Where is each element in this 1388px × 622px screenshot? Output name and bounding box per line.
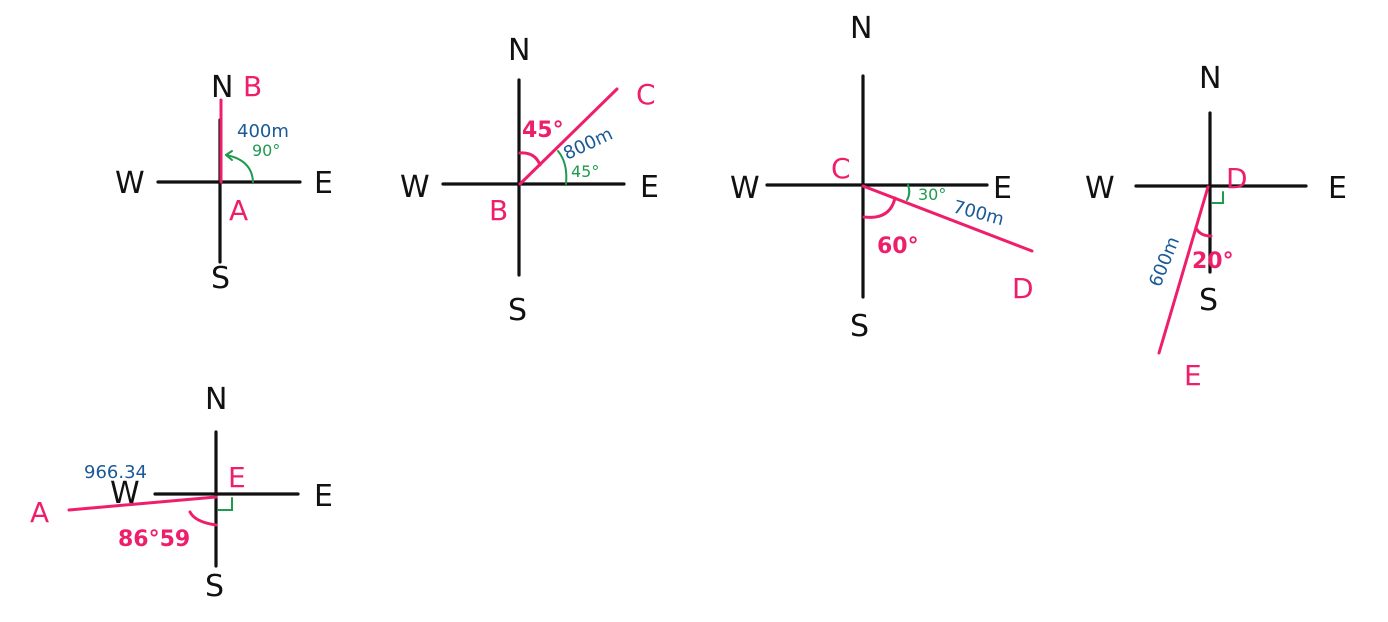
green-angle-label: 30° xyxy=(918,185,946,204)
west-label: W xyxy=(400,170,430,205)
green-angle-label: 90° xyxy=(252,141,280,160)
arrow-head-icon xyxy=(225,150,233,161)
path-line xyxy=(518,87,619,186)
start-point-label: A xyxy=(229,194,248,227)
start-point-label: C xyxy=(831,152,851,185)
distance-label: 966.34 xyxy=(84,462,147,483)
north-label: N xyxy=(1199,61,1221,96)
bearing-arc xyxy=(188,510,218,527)
bearing-angle-label: 86°59 xyxy=(118,527,190,552)
diagram-d-to-e: N S E W D E 20° 600m xyxy=(1085,61,1347,392)
start-point-label: B xyxy=(489,194,508,227)
east-label: E xyxy=(314,166,333,201)
west-label: W xyxy=(115,166,145,201)
south-label: S xyxy=(850,309,869,344)
west-label: W xyxy=(1085,171,1115,206)
west-label: W xyxy=(730,171,760,206)
south-label: S xyxy=(508,293,527,328)
distance-label: 400m xyxy=(237,121,289,142)
east-label: E xyxy=(1328,171,1347,206)
green-angle-label: 45° xyxy=(571,162,599,181)
west-label: W xyxy=(110,476,140,511)
right-angle-marker xyxy=(1211,191,1224,204)
path-line xyxy=(1157,185,1210,355)
diagram-a-to-b: N S E W B A 400m 90° xyxy=(115,70,333,296)
bearing-arc xyxy=(518,151,542,167)
east-label: E xyxy=(640,170,659,205)
angle-arc xyxy=(225,154,254,183)
diagram-e-to-a: N S E W E A 966.34 86°59 xyxy=(30,382,333,604)
angle-arc xyxy=(557,150,568,185)
diagram-b-to-c: N S E W C B 45° 800m 45° xyxy=(400,33,659,328)
start-point-label: D xyxy=(1226,162,1248,195)
north-label: N xyxy=(508,33,530,68)
south-label: S xyxy=(1199,283,1218,318)
north-label: N xyxy=(850,11,872,46)
path-line xyxy=(67,495,218,512)
start-point-label: E xyxy=(228,461,246,494)
right-angle-marker xyxy=(217,497,233,511)
end-point-label: A xyxy=(30,496,49,529)
end-point-label: B xyxy=(243,70,262,103)
end-point-label: E xyxy=(1184,359,1202,392)
end-point-label: C xyxy=(636,78,656,111)
end-point-label: D xyxy=(1012,272,1034,305)
north-label: N xyxy=(211,70,233,105)
south-label: S xyxy=(205,569,224,604)
angle-arc xyxy=(906,184,911,201)
distance-label: 800m xyxy=(560,124,616,165)
distance-label: 600m xyxy=(1145,234,1184,290)
path-line xyxy=(861,184,1034,253)
bearing-angle-label: 20° xyxy=(1192,249,1234,274)
south-label: S xyxy=(211,261,230,296)
east-label: E xyxy=(993,171,1012,206)
bearing-angle-label: 60° xyxy=(877,234,919,259)
east-label: E xyxy=(314,479,333,514)
bearing-arc xyxy=(1194,226,1213,238)
bearing-angle-label: 45° xyxy=(522,118,564,143)
bearing-arc xyxy=(862,196,897,219)
north-label: N xyxy=(205,382,227,417)
diagram-c-to-d: N S E W C D 60° 30° 700m xyxy=(730,11,1034,344)
